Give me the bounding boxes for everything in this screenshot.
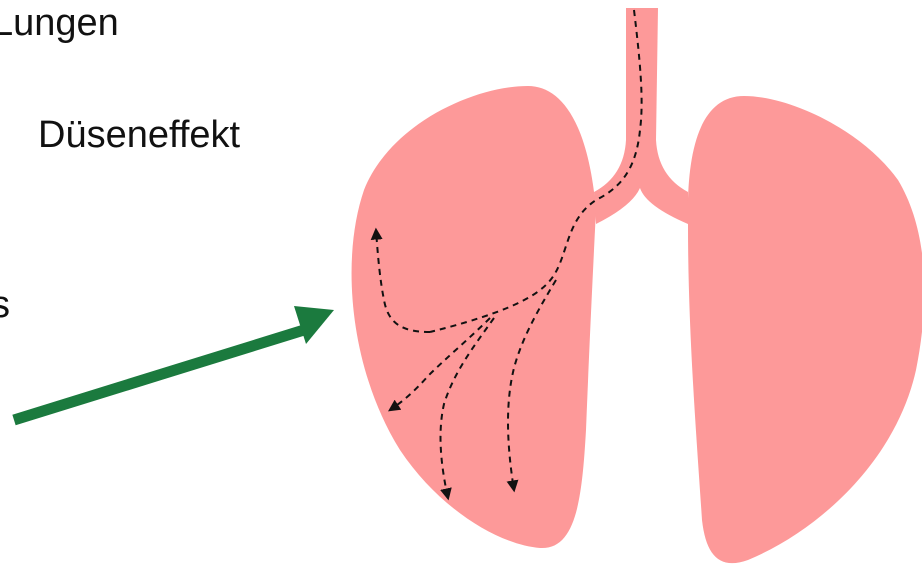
trachea xyxy=(594,8,688,224)
green-pointer-arrow xyxy=(14,306,334,420)
left-lung xyxy=(352,86,596,548)
right-lung xyxy=(688,96,922,563)
